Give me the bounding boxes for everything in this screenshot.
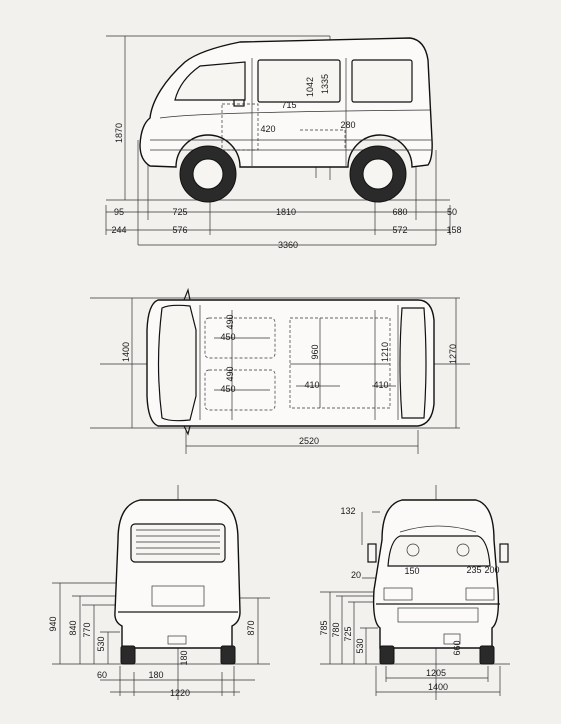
dim-seat-front: 420: [260, 124, 275, 134]
dim-seat-rear: 280: [340, 120, 355, 130]
dim-front-track: 1205: [426, 668, 446, 678]
side-window-2: [351, 59, 413, 103]
dim-front-overhang-top: 95: [114, 207, 124, 217]
dim-rear-right-h: 870: [246, 620, 256, 635]
dim-overall-height: 1870: [114, 123, 124, 143]
rear-window: [130, 523, 226, 563]
dim-rear-bumper: 158: [446, 225, 461, 235]
windshield: [387, 535, 491, 567]
dim-cargo-width: 960: [310, 344, 320, 359]
dim-rear-width: 1270: [448, 344, 458, 364]
dim-front-h3: 725: [343, 626, 353, 641]
dim-front-h4: 530: [355, 638, 365, 653]
dim-cargo-length: 2520: [299, 436, 319, 446]
front-view: 132 20 150 235 200 785 780 725 530 660 1…: [319, 485, 510, 700]
dim-cargo-len-mid: 410: [304, 380, 319, 390]
dim-rear-h3: 770: [82, 622, 92, 637]
dim-front-lamp-w: 150: [404, 566, 419, 576]
dim-rear-inner: 180: [148, 670, 163, 680]
dim-front-width: 1400: [428, 682, 448, 692]
side-window-1: [257, 59, 341, 103]
rear-view: 940 840 770 530 870 180 60 180 1220: [48, 485, 270, 700]
dim-front-right-a: 235: [466, 565, 481, 575]
dim-rear-width: 1220: [170, 688, 190, 698]
dim-wheelbase: 1810: [276, 207, 296, 217]
top-view: 490 450 490 450 960 1210 1400 1270 410 4…: [90, 287, 470, 454]
side-view: 1870 1335 1042 715 420 280 95 725 1810 6…: [105, 35, 462, 250]
dim-cargo-len-rear: 410: [373, 380, 388, 390]
dim-overall-length: 3360: [278, 240, 298, 250]
dim-seat-gap-rear: 490: [225, 366, 235, 381]
dim-door-height: 1042: [305, 77, 315, 97]
dim-overall-width: 1400: [121, 342, 131, 362]
van-rear-body: [114, 499, 241, 649]
dim-front-wheel-offset: 576: [172, 225, 187, 235]
dim-rear-h2: 840: [68, 620, 78, 635]
dim-front-to-wheel: 725: [172, 207, 187, 217]
dim-interior-width: 1210: [380, 342, 390, 362]
dim-front-right-b: 200: [484, 565, 499, 575]
dim-seat-width-rear: 450: [220, 384, 235, 394]
front-window: [174, 61, 246, 101]
dim-seat-gap-front: 490: [225, 314, 235, 329]
dim-front-h2: 780: [331, 622, 341, 637]
dim-seat-width-front: 450: [220, 332, 235, 342]
dim-front-bumper: 244: [111, 225, 126, 235]
dim-rear-wheel-to-end: 680: [392, 207, 407, 217]
dim-rear-h4: 530: [96, 636, 106, 651]
dim-rear-tire-side: 60: [97, 670, 107, 680]
dim-rear-h1: 940: [48, 616, 58, 631]
dim-rear-tail: 50: [447, 207, 457, 217]
dim-rear-clearance: 180: [179, 650, 189, 665]
van-top-body: [146, 299, 435, 427]
dim-interior-height: 1335: [320, 74, 330, 94]
dim-seat-depth: 715: [281, 100, 296, 110]
dim-front-mirror: 132: [340, 506, 355, 516]
dim-front-h1: 785: [319, 620, 329, 635]
dim-front-left-gap: 20: [351, 570, 361, 580]
dim-rear-wheel-offset: 572: [392, 225, 407, 235]
dim-front-ground: 660: [452, 640, 462, 655]
